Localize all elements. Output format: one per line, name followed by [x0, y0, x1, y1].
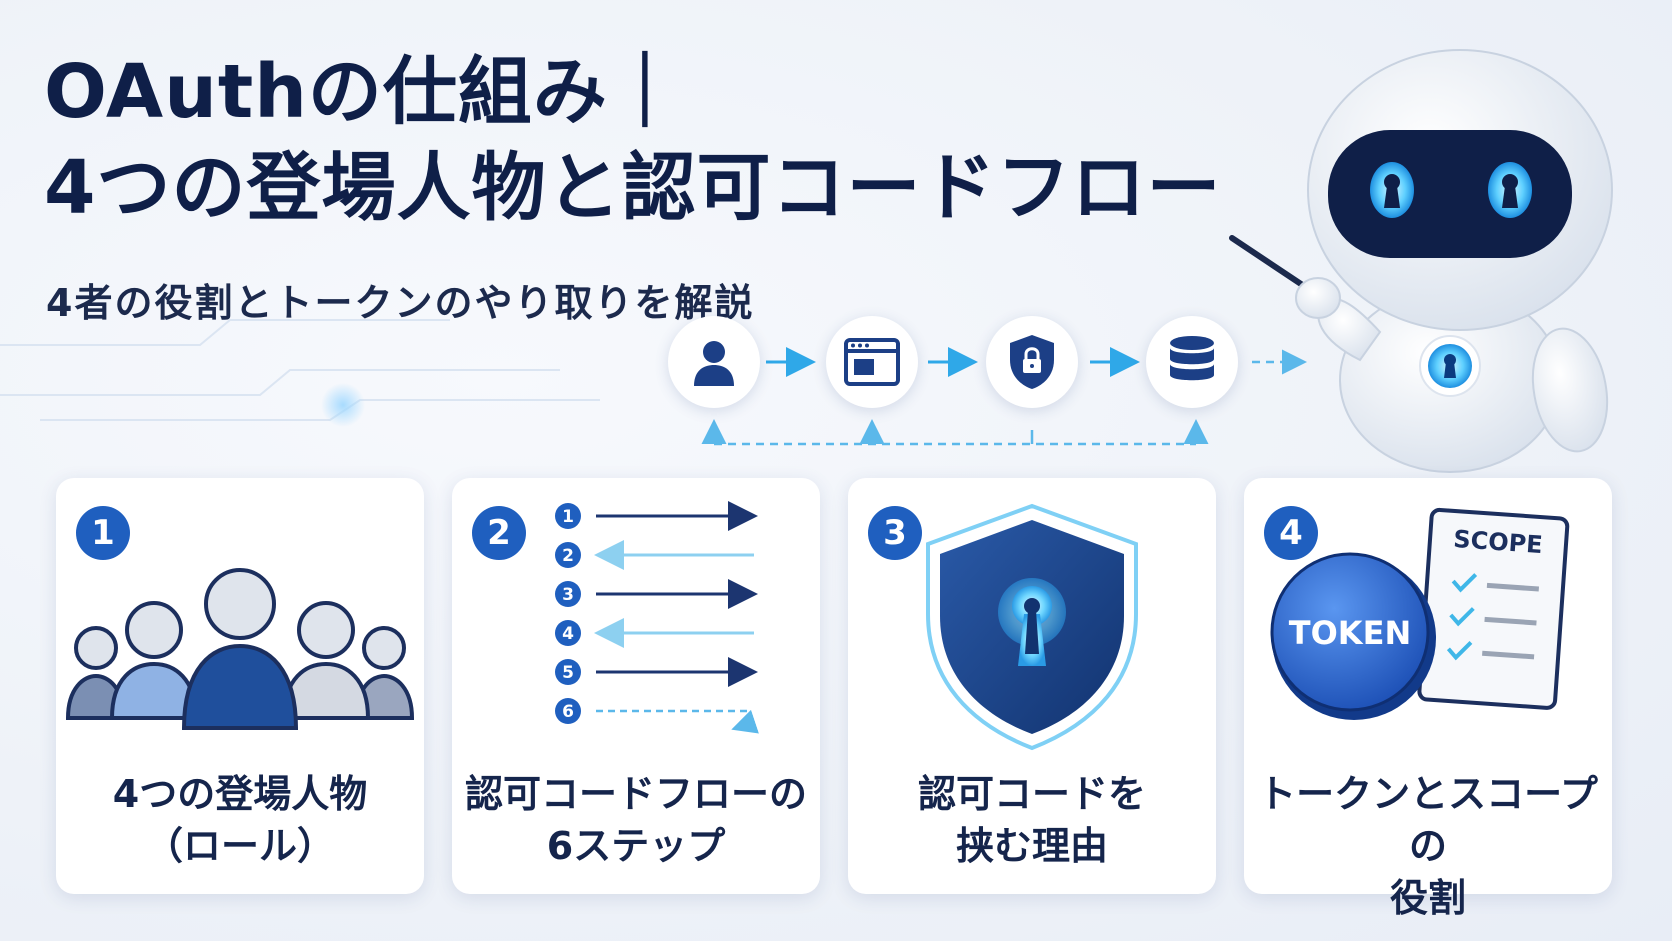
- scope-label: SCOPE: [1452, 525, 1543, 559]
- card-flow-steps[interactable]: 2 1 2 3 4 5 6 認可コードフローの 6ステッ: [452, 478, 820, 894]
- card-roles[interactable]: 1 4つの登場人物 （ロール）: [56, 478, 424, 894]
- token-label: TOKEN: [1289, 614, 1411, 652]
- step-number: 2: [562, 546, 574, 566]
- card-title: 認可コードを 挟む理由: [917, 772, 1146, 868]
- flow-node-auth-server: [986, 316, 1078, 408]
- card-number-badge: 2: [472, 506, 526, 560]
- step-number: 5: [562, 663, 574, 683]
- flow-node-resource-server: [1146, 316, 1238, 408]
- card-number-badge: 1: [76, 506, 130, 560]
- page-subtitle: 4者の役割とトークンのやり取りを解説: [46, 281, 755, 325]
- card-title: 認可コードフローの 6ステップ: [464, 772, 807, 868]
- step-number: 1: [562, 507, 574, 527]
- shield-keyhole-icon: [926, 503, 1138, 751]
- database-icon: [1170, 336, 1214, 381]
- shield-lock-icon: [1010, 335, 1054, 389]
- token-scope-icon: SCOPE TOKEN: [1270, 507, 1570, 720]
- robot-mascot-icon: [1229, 49, 1613, 473]
- people-group-icon: [65, 568, 415, 730]
- flow-node-user: [668, 316, 760, 408]
- card-number-badge: 4: [1264, 506, 1318, 560]
- flow-node-client: [826, 316, 918, 408]
- user-icon: [694, 341, 734, 386]
- step-number: 3: [562, 585, 574, 605]
- step-arrows-icon: 1 2 3 4 5 6: [555, 501, 759, 734]
- step-number: 4: [562, 624, 574, 644]
- card-why-auth-code[interactable]: 3 認可コードを 挟む理由: [848, 478, 1216, 894]
- title-line-2: 4つの登場人物と認可コードフロー: [44, 145, 1222, 231]
- card-token-scope[interactable]: 4 SCOPE TOKEN: [1244, 478, 1612, 920]
- card-title: トークンとスコープの 役割: [1258, 772, 1598, 920]
- page-title: OAuthの仕組み｜ 4つの登場人物と認可コードフロー: [44, 44, 1222, 236]
- title-line-1: OAuthの仕組み｜: [44, 49, 683, 135]
- card-number-badge: 3: [868, 506, 922, 560]
- browser-window-icon: [844, 338, 900, 386]
- card-title: 4つの登場人物 （ロール）: [112, 772, 368, 868]
- step-number: 6: [562, 702, 574, 722]
- topic-cards: 1 4つの登場人物 （ロール） 2: [56, 478, 1612, 920]
